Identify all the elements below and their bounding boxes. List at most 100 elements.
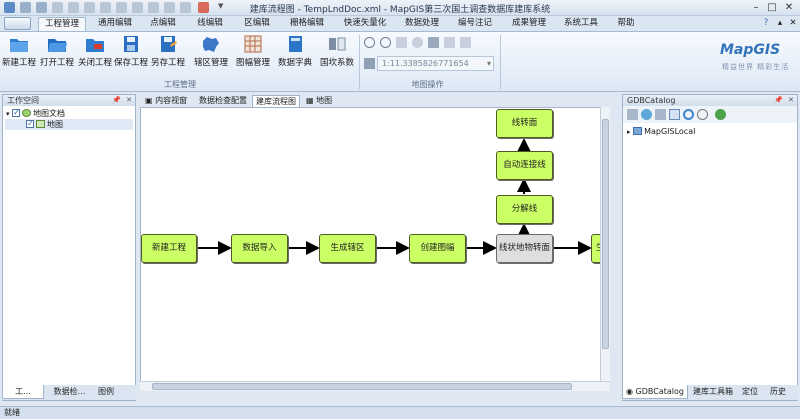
flow-node-data-import[interactable]: 数据导入 xyxy=(231,234,288,263)
print-icon[interactable] xyxy=(428,37,439,48)
scroll-thumb[interactable] xyxy=(152,383,572,390)
tab-content-view[interactable]: ▣ 内容视窗 xyxy=(145,96,188,105)
map-layer-icon xyxy=(36,120,45,128)
maximize-button[interactable]: □ xyxy=(767,2,777,13)
full-extent-icon[interactable] xyxy=(412,37,423,48)
quick-access-dropdown-icon[interactable]: ▼ xyxy=(218,2,224,10)
tab-project[interactable]: 工程管理 xyxy=(38,17,86,31)
tab-data-check-config[interactable]: 数据检查配置 xyxy=(199,96,247,105)
tab-build-flow[interactable]: 建库流程图 xyxy=(252,95,300,107)
panel-close-icon[interactable]: ✕ xyxy=(126,96,132,104)
scale-combobox[interactable]: 1:11.3385826771654 ▾ xyxy=(377,56,494,71)
tree-expand-icon[interactable]: ▸ xyxy=(627,128,631,136)
pan-tool-icon[interactable] xyxy=(396,37,407,48)
measure-icon[interactable] xyxy=(132,2,143,13)
tree-node-mapgislocal[interactable]: ▸ MapGISLocal xyxy=(627,127,696,136)
pin-icon[interactable]: 📌 xyxy=(112,96,121,104)
checkbox[interactable] xyxy=(12,107,21,118)
tab-gdbcatalog[interactable]: ◉ GDBCatalog xyxy=(622,385,688,399)
tab-point-edit[interactable]: 点编辑 xyxy=(150,18,176,28)
select-icon[interactable] xyxy=(116,2,127,13)
tab-line-edit[interactable]: 线编辑 xyxy=(197,18,223,28)
title-bar: ▼ 建库流程图 - TempLndDoc.xml - MapGIS第三次国土调查… xyxy=(0,0,800,16)
status-text: 就绪 xyxy=(4,408,20,417)
search-icon[interactable] xyxy=(697,109,708,120)
flow-node-split-line[interactable]: 分解线 xyxy=(496,195,553,224)
previous-view-icon[interactable] xyxy=(444,37,455,48)
pin-icon[interactable]: 📌 xyxy=(774,96,783,104)
chevron-down-icon[interactable]: ▾ xyxy=(486,59,491,68)
refresh-icon[interactable] xyxy=(683,109,694,120)
horizontal-scrollbar[interactable] xyxy=(140,381,610,391)
properties-icon[interactable] xyxy=(627,109,638,120)
tab-general-edit[interactable]: 通用编辑 xyxy=(97,18,132,28)
flow-node-line-to-face[interactable]: 线转面 xyxy=(496,109,553,138)
save-icon[interactable] xyxy=(4,2,15,13)
tab-help[interactable]: 帮助 xyxy=(617,18,635,28)
data-dictionary-button[interactable]: 数据字典 xyxy=(276,34,314,78)
pan-icon[interactable] xyxy=(84,2,95,13)
layers-icon[interactable] xyxy=(364,58,375,69)
tree-collapse-icon[interactable]: ▾ xyxy=(6,110,10,118)
tools-icon[interactable] xyxy=(180,2,191,13)
zoom-out-icon[interactable] xyxy=(68,2,79,13)
tab-raster-edit[interactable]: 栅格编辑 xyxy=(289,18,324,28)
close-project-button[interactable]: 关闭工程 xyxy=(78,34,112,78)
save-project-button[interactable]: 保存工程 xyxy=(114,34,148,78)
field-coefficient-button[interactable]: 国坎系数 xyxy=(318,34,356,78)
tab-legend[interactable]: 图例 xyxy=(98,387,114,396)
vertical-scrollbar[interactable] xyxy=(600,107,610,382)
globe-icon[interactable] xyxy=(715,109,726,120)
tab-data-check[interactable]: 数据检... xyxy=(53,387,86,396)
checkbox[interactable] xyxy=(26,118,34,129)
flow-node-new-project[interactable]: 新建工程 xyxy=(141,234,197,263)
tab-map[interactable]: ▦ 地图 xyxy=(306,96,333,105)
scroll-thumb[interactable] xyxy=(602,119,609,349)
new-project-button[interactable]: 新建工程 xyxy=(2,34,36,78)
tree-node-map-doc[interactable]: ▾ 地图文档 xyxy=(6,107,65,119)
map-group-label: 地图操作 xyxy=(411,80,444,89)
magic-wand-icon[interactable] xyxy=(460,37,471,48)
flow-canvas[interactable]: 新建工程 数据导入 生成辖区 创建图幅 线状地物转面 生成 分解线 自动连接线 … xyxy=(140,107,610,382)
tab-results[interactable]: 成果管理 xyxy=(511,18,546,28)
app-menu-button[interactable] xyxy=(4,17,31,30)
sheet-manage-button[interactable]: 图幅管理 xyxy=(234,34,272,78)
open-project-button[interactable]: 打开工程 xyxy=(40,34,74,78)
flow-node-auto-connect[interactable]: 自动连接线 xyxy=(496,151,553,180)
minimize-button[interactable]: – xyxy=(753,2,759,13)
tab-annotation[interactable]: 编号注记 xyxy=(457,18,492,28)
flow-node-linear-convert[interactable]: 线状地物转面 xyxy=(496,234,553,263)
tab-system-tools[interactable]: 系统工具 xyxy=(563,18,598,28)
clear-icon[interactable] xyxy=(164,2,175,13)
undo-icon[interactable] xyxy=(20,2,31,13)
collapse-ribbon-icon[interactable]: ▴ xyxy=(777,18,783,28)
status-bar: 就绪 xyxy=(0,406,800,419)
district-manage-button[interactable]: 辖区管理 xyxy=(192,34,230,78)
tab-fast-vectorize[interactable]: 快速矢量化 xyxy=(343,18,387,28)
identify-icon[interactable] xyxy=(148,2,159,13)
grid-view-icon[interactable] xyxy=(655,109,666,120)
close-button[interactable]: ✕ xyxy=(784,2,794,13)
zoom-out-tool-icon[interactable] xyxy=(380,37,391,48)
tab-build-toolbox[interactable]: 建库工具箱 xyxy=(693,387,733,396)
zoom-in-tool-icon[interactable] xyxy=(364,37,375,48)
pdf-icon[interactable] xyxy=(198,2,209,13)
redo-icon[interactable] xyxy=(36,2,47,13)
tab-history[interactable]: 历史 xyxy=(770,387,786,396)
zoom-in-icon[interactable] xyxy=(52,2,63,13)
tab-data-processing[interactable]: 数据处理 xyxy=(404,18,439,28)
flow-node-generate-area[interactable]: 生成辖区 xyxy=(319,234,376,263)
refresh-icon[interactable] xyxy=(100,2,111,13)
gdbcatalog-panel: GDBCatalog 📌 ✕ ▸ MapGISLocal xyxy=(622,94,798,401)
help-icon[interactable]: ? xyxy=(763,18,769,28)
flow-node-create-frame[interactable]: 创建图幅 xyxy=(409,234,466,263)
tree-node-map[interactable]: 地图 xyxy=(5,118,133,130)
copy-icon[interactable] xyxy=(669,109,680,120)
tab-workspace[interactable]: 工... xyxy=(2,385,44,399)
save-as-project-button[interactable]: 另存工程 xyxy=(151,34,185,78)
panel-close-icon[interactable]: ✕ xyxy=(788,96,794,104)
connect-icon[interactable] xyxy=(641,109,652,120)
tab-area-edit[interactable]: 区编辑 xyxy=(244,18,270,28)
tab-locate[interactable]: 定位 xyxy=(742,387,758,396)
ribbon-close-icon[interactable]: ✕ xyxy=(789,18,797,28)
